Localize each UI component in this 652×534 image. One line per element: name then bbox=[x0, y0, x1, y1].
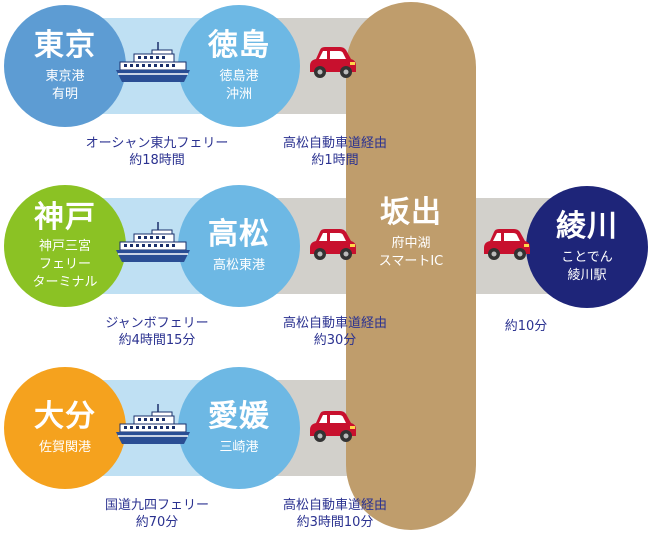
road-label-line: 約30分 bbox=[313, 333, 357, 348]
origin-detail-line: フェリー bbox=[38, 257, 91, 272]
hub-name: 坂出 bbox=[380, 195, 442, 230]
ferry-label-kobe-takamatsu: ジャンボフェリー 約4時間15分 bbox=[84, 315, 230, 349]
origin-oita: 大分 佐賀関港 bbox=[4, 367, 126, 489]
road-label-line: 高松自動車道経由 bbox=[282, 136, 387, 151]
origin-detail: 佐賀関港 bbox=[39, 439, 91, 457]
car-icon bbox=[310, 229, 356, 260]
origin-detail: 神戸三宮 フェリー ターミナル bbox=[32, 238, 97, 292]
hub-sakaide: 坂出 府中湖 スマートIC bbox=[346, 195, 476, 271]
destination-detail-line: ことでん bbox=[561, 250, 613, 265]
ferry-icon bbox=[116, 42, 190, 82]
destination-detail: ことでん 綾川駅 bbox=[561, 249, 613, 285]
origin-detail-line: 有明 bbox=[51, 87, 78, 102]
destination-name: 綾川 bbox=[556, 209, 618, 244]
road-label-line: 約1時間 bbox=[311, 153, 359, 168]
origin-kobe: 神戸 神戸三宮 フェリー ターミナル bbox=[4, 185, 126, 307]
ferry-label-line: 約70分 bbox=[135, 515, 179, 530]
origin-tokyo: 東京 東京港 有明 bbox=[4, 5, 126, 127]
port-name: 徳島 bbox=[208, 28, 270, 63]
ferry-label-line: ジャンボフェリー bbox=[105, 316, 209, 331]
origin-detail-line: 神戸三宮 bbox=[38, 239, 91, 254]
road-label-tokushima-sakaide: 高松自動車道経由 約1時間 bbox=[260, 135, 410, 169]
car-icon bbox=[310, 47, 356, 78]
origin-detail-line: 東京港 bbox=[45, 69, 85, 84]
ferry-icon bbox=[116, 404, 190, 444]
port-takamatsu: 高松 高松東港 bbox=[178, 185, 300, 307]
hub-detail: 府中湖 スマートIC bbox=[346, 235, 476, 271]
ferry-label-oita-ehime: 国道九四フェリー 約70分 bbox=[84, 497, 230, 531]
port-detail: 高松東港 bbox=[213, 257, 265, 275]
port-detail-line: 高松東港 bbox=[212, 258, 265, 273]
car-icon bbox=[484, 229, 530, 260]
origin-detail-line: 佐賀関港 bbox=[38, 440, 91, 455]
port-detail-line: 三崎港 bbox=[219, 440, 259, 455]
ferry-icon bbox=[116, 222, 190, 262]
port-tokushima: 徳島 徳島港 沖洲 bbox=[178, 5, 300, 127]
origin-detail-line: ターミナル bbox=[32, 275, 98, 290]
hub-detail-line: 府中湖 bbox=[391, 236, 431, 251]
ferry-label-line: 国道九四フェリー bbox=[104, 498, 209, 513]
ferry-label-tokyo-tokushima: オーシャン東九フェリー 約18時間 bbox=[74, 135, 240, 169]
road-label-ehime-sakaide: 高松自動車道経由 約3時間10分 bbox=[260, 497, 410, 531]
hub-detail-line: スマートIC bbox=[378, 254, 444, 269]
port-detail-line: 沖洲 bbox=[225, 87, 252, 102]
road-label-sakaide-ayagawa: 約10分 bbox=[486, 318, 566, 335]
road-label-takamatsu-sakaide: 高松自動車道経由 約30分 bbox=[260, 315, 410, 349]
port-name: 愛媛 bbox=[208, 399, 270, 434]
port-detail-line: 徳島港 bbox=[219, 69, 259, 84]
ferry-label-line: 約4時間15分 bbox=[118, 333, 196, 348]
destination-ayagawa: 綾川 ことでん 綾川駅 bbox=[526, 186, 648, 308]
destination-detail-line: 綾川駅 bbox=[567, 268, 607, 283]
origin-detail: 東京港 有明 bbox=[45, 68, 84, 104]
port-name: 高松 bbox=[208, 217, 270, 252]
road-label-line: 約3時間10分 bbox=[296, 515, 374, 530]
road-label-line: 約10分 bbox=[504, 319, 548, 334]
hub-sakaide-pill bbox=[346, 2, 476, 530]
port-ehime: 愛媛 三崎港 bbox=[178, 367, 300, 489]
car-icon bbox=[310, 411, 356, 442]
origin-name: 東京 bbox=[34, 28, 96, 63]
ferry-label-line: オーシャン東九フェリー bbox=[85, 136, 229, 151]
port-detail: 三崎港 bbox=[219, 439, 258, 457]
ferry-label-line: 約18時間 bbox=[129, 153, 185, 168]
road-label-line: 高松自動車道経由 bbox=[282, 498, 387, 513]
origin-name: 大分 bbox=[34, 399, 96, 434]
origin-name: 神戸 bbox=[34, 200, 96, 235]
road-label-line: 高松自動車道経由 bbox=[282, 316, 387, 331]
port-detail: 徳島港 沖洲 bbox=[219, 68, 258, 104]
